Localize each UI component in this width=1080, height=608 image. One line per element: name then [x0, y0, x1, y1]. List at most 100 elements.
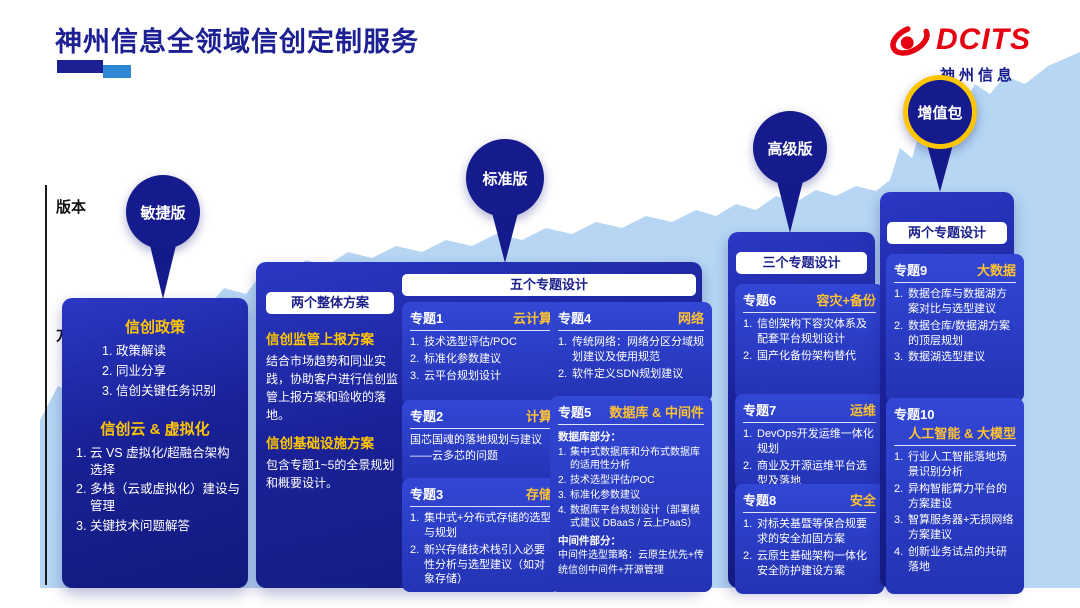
list-item: 2.新兴存储技术栈引入必要性分析与选型建议（如对象存储） [410, 543, 545, 586]
topic-name: 人工智能 & 大模型 [908, 426, 1016, 441]
list-item: 1.信创架构下容灾体系及配套平台规划设计 [743, 318, 867, 345]
list-item: 2.同业分享 [102, 363, 167, 378]
topic-name: 数据库 & 中间件 [609, 405, 704, 420]
pin-addon-label: 增值包 [903, 75, 977, 149]
overall-plan-title: 信创监管上报方案 [266, 332, 374, 347]
page-title: 神州信息全领域信创定制服务 [55, 27, 419, 57]
topic-header: 专题1 云计算 [410, 308, 552, 331]
list-item: 2.商业及开源运维平台选型及落地 [743, 459, 867, 487]
pin-advanced-label: 高级版 [753, 111, 827, 185]
topic-name: 计算 [525, 409, 552, 424]
list-item: 2.多栈（云或虚拟化）建设与管理 [76, 482, 241, 514]
topic-label: 专题8 [743, 493, 777, 508]
pill-three-topics: 三个专题设计 [736, 252, 867, 274]
company-logo: DCITS 神州信息 [888, 18, 1058, 85]
axis-label-version: 版本 [56, 199, 87, 216]
topic-header: 专题5 数据库 & 中间件 [558, 402, 704, 425]
topic-header: 专题4 网络 [558, 308, 704, 331]
topic-box-bigdata: 专题9 大数据 1.数据仓库与数据湖方案对比与选型建议 2.数据仓库/数据湖方案的… [886, 254, 1024, 402]
topic-box-ai: 专题10 人工智能 & 大模型 1.行业人工智能落地场景识别分析 2.异构智能算力… [886, 398, 1024, 594]
title-accent-bar-light [103, 65, 131, 78]
list-item: 1.集中式数据库和分布式数据库的适用性分析 [558, 447, 700, 471]
topic-text: 国芯国魂的落地规划与建议——云多芯的问题 [410, 434, 542, 462]
topic-items: 1.DevOps开发运维一体化规划 2.商业及开源运维平台选型及落地 [743, 427, 876, 488]
topic-label: 专题10 [894, 407, 935, 422]
dcits-logo-icon [890, 24, 930, 56]
topic-box-storage: 专题3 存储 1.集中式+分布式存储的选型与规划 2.新兴存储技术栈引入必要性分析… [402, 478, 560, 592]
list-item: 2.数据仓库/数据湖方案的顶层规划 [894, 319, 1011, 347]
topic-label: 专题2 [410, 409, 444, 424]
list-item: 1.传统网络：网络分区分域规划建议及使用规范 [558, 336, 704, 363]
pill-overall-plans: 两个整体方案 [266, 292, 394, 314]
section-title: 信创云 & 虚拟化 [100, 420, 210, 438]
list-item: 1.数据仓库与数据湖方案对比与选型建议 [894, 288, 1007, 315]
topic-label: 专题3 [410, 487, 444, 502]
panel-standard: 两个整体方案 信创监管上报方案 结合市场趋势和同业实践，协助客户进行信创监管上报… [256, 262, 712, 592]
topic-label: 专题9 [894, 263, 928, 278]
topic-header: 专题7 运维 [743, 400, 876, 423]
topic-name: 网络 [677, 311, 704, 326]
pin-standard-label: 标准版 [466, 139, 544, 217]
topic-label: 专题1 [410, 311, 444, 326]
pill-two-topics: 两个专题设计 [887, 222, 1007, 244]
topic-name: 容灾+备份 [816, 293, 876, 308]
topic-subsection: 数据库部分： [558, 431, 621, 443]
title-accent-bar-dark [57, 60, 103, 73]
list-item: 2.异构智能算力平台的方案建设 [894, 482, 1007, 510]
topic-box-compute: 专题2 计算 国芯国魂的落地规划与建议——云多芯的问题 [402, 400, 560, 484]
list-item: 1.集中式+分布式存储的选型与规划 [410, 512, 552, 539]
overall-plan-title: 信创基础设施方案 [266, 436, 374, 451]
pin-addon: 增值包 [903, 75, 977, 192]
topic-label: 专题7 [743, 403, 777, 418]
overall-plans-column: 信创监管上报方案 结合市场趋势和同业实践，协助客户进行信创监管上报方案和验收的落… [266, 322, 398, 500]
list-item: 1.行业人工智能落地场景识别分析 [894, 451, 1007, 478]
axis-line [45, 185, 47, 585]
list-item: 3.关键技术问题解答 [76, 519, 191, 534]
list-item: 2.国产化备份架构替代 [743, 349, 856, 362]
list-item: 3.数据湖选型建议 [894, 351, 985, 364]
list-item: 1.DevOps开发运维一体化规划 [743, 428, 874, 455]
list-item: 2.云原生基础架构一体化安全防护建设方案 [743, 549, 867, 577]
list-item: 4.数据库平台规划设计（部署模式建议 DBaaS / 云上PaaS） [558, 505, 700, 529]
topic-name: 云计算 [512, 311, 552, 326]
topic-header: 专题10 人工智能 & 大模型 [894, 404, 1016, 446]
topic-header: 专题2 计算 [410, 406, 552, 429]
topic-items: 1.集中式+分布式存储的选型与规划 2.新兴存储技术栈引入必要性分析与选型建议（如… [410, 511, 552, 587]
pill-five-topics: 五个专题设计 [402, 274, 696, 296]
topic-header: 专题9 大数据 [894, 260, 1016, 283]
topic-name: 安全 [849, 493, 876, 508]
list-item: 3.云平台规划设计 [410, 369, 501, 382]
list-item: 3.智算服务器+无损网络方案建议 [894, 514, 1014, 542]
pin-standard: 标准版 [466, 139, 544, 263]
list-item: 1.技术选型评估/POC [410, 336, 517, 348]
list-item: 1.云 VS 虚拟化/超融合架构选择 [76, 445, 230, 477]
topic-subsection: 中间件部分： [558, 535, 621, 547]
topic-header: 专题3 存储 [410, 484, 552, 507]
pin-agile-label: 敏捷版 [126, 175, 200, 249]
list-item: 3.信创关键任务识别 [102, 383, 217, 398]
logo-brand-text: DCITS [936, 23, 1031, 56]
topic-items: 1.行业人工智能落地场景识别分析 2.异构智能算力平台的方案建设 3.智算服务器+无… [894, 450, 1016, 575]
overall-plan-text: 包含专题1~5的全景规划和概要设计。 [266, 458, 395, 490]
topic-header: 专题8 安全 [743, 490, 876, 513]
pin-advanced: 高级版 [753, 111, 827, 233]
topic-text: 中间件选型策略：云原生优先+传统信创中间件+开源管理 [558, 550, 704, 576]
topic-name: 大数据 [976, 263, 1016, 278]
topic-label: 专题5 [558, 405, 592, 420]
topic-items: 1.信创架构下容灾体系及配套平台规划设计 2.国产化备份架构替代 [743, 317, 876, 364]
list-item: 4.创新业务试点的共研落地 [894, 546, 1007, 573]
list-item: 1.政策解读 [102, 344, 167, 358]
list-item: 3.标准化参数建议 [558, 490, 640, 501]
panel-addon: 两个专题设计 专题9 大数据 1.数据仓库与数据湖方案对比与选型建议 2.数据仓库… [880, 192, 1024, 594]
overall-plan-text: 结合市场趋势和同业实践，协助客户进行信创监管上报方案和验收的落地。 [266, 354, 399, 422]
section-list: 1.云 VS 虚拟化/超融合架构选择 2.多栈（云或虚拟化）建设与管理 3.关键技术… [70, 445, 240, 535]
